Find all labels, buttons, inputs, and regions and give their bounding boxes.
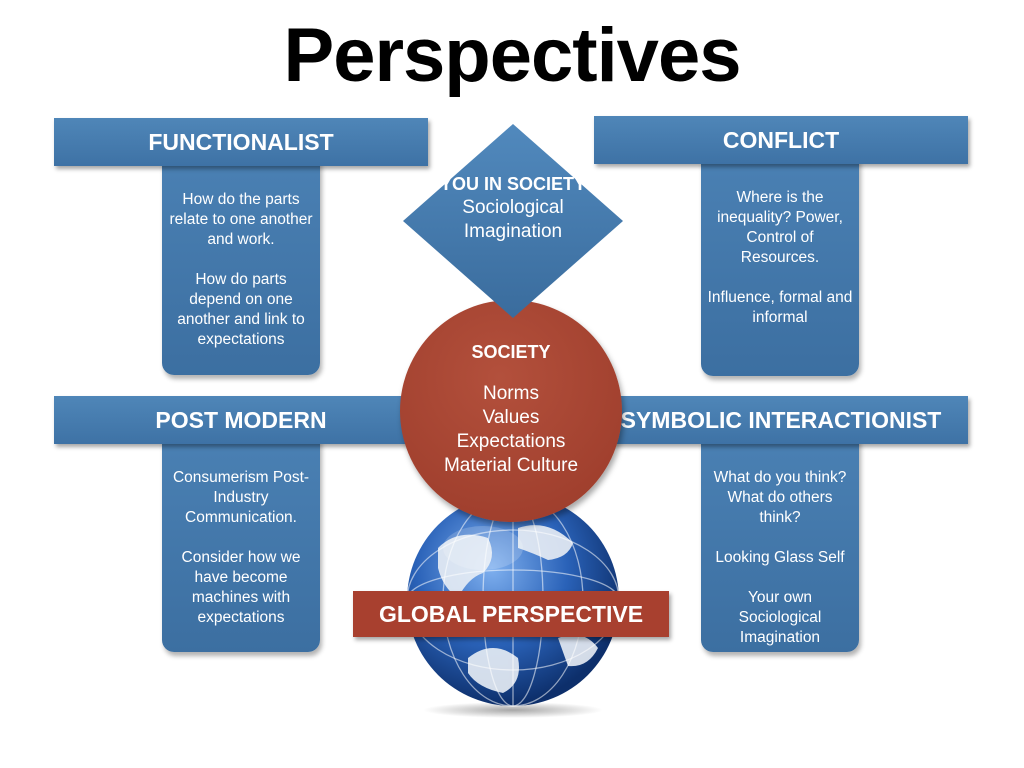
conflict-header: CONFLICT <box>594 116 968 164</box>
conflict-panel: Where is the inequality? Power, Control … <box>701 158 859 376</box>
society-item: Norms <box>483 383 539 404</box>
symbolic-text-2: Looking Glass Self <box>715 549 845 566</box>
post-modern-panel: Consumerism Post-Industry Communication.… <box>162 438 320 652</box>
you-in-society-title: YOU IN SOCIETY <box>439 174 587 194</box>
symbolic-text-1: What do you think? What do others think? <box>713 469 847 526</box>
conflict-text-1: Where is the inequality? Power, Control … <box>717 189 843 266</box>
you-in-society-subtitle: Sociological Imagination <box>462 197 564 242</box>
society-item: Values <box>482 407 540 428</box>
you-in-society-text: YOU IN SOCIETY Sociological Imagination <box>430 172 596 244</box>
you-in-society-diamond <box>403 124 623 318</box>
post-modern-header: POST MODERN <box>54 396 428 444</box>
symbolic-text-3: Your own Sociological Imagination <box>738 589 822 646</box>
symbolic-header: SYMBOLIC INTERACTIONIST <box>594 396 968 444</box>
society-item: Material Culture <box>443 455 579 476</box>
society-item: Expectations <box>456 431 566 452</box>
conflict-text-2: Influence, formal and informal <box>707 289 853 326</box>
global-perspective-label: GLOBAL PERSPECTIVE <box>353 591 669 637</box>
post-modern-text-2: Consider how we have become machines wit… <box>181 549 301 626</box>
post-modern-text-1: Consumerism Post-Industry Communication. <box>172 469 310 526</box>
society-circle <box>400 300 622 522</box>
functionalist-text-2: How do parts depend on one another and l… <box>177 271 305 348</box>
symbolic-panel: What do you think? What do others think?… <box>701 438 859 652</box>
society-text: SOCIETY Norms Values Expectations Materi… <box>400 340 622 478</box>
society-title: SOCIETY <box>471 342 551 362</box>
functionalist-text-1: How do the parts relate to one another a… <box>169 191 313 248</box>
functionalist-panel: How do the parts relate to one another a… <box>162 160 320 375</box>
page-title: Perspectives <box>283 13 742 98</box>
functionalist-header: FUNCTIONALIST <box>54 118 428 166</box>
